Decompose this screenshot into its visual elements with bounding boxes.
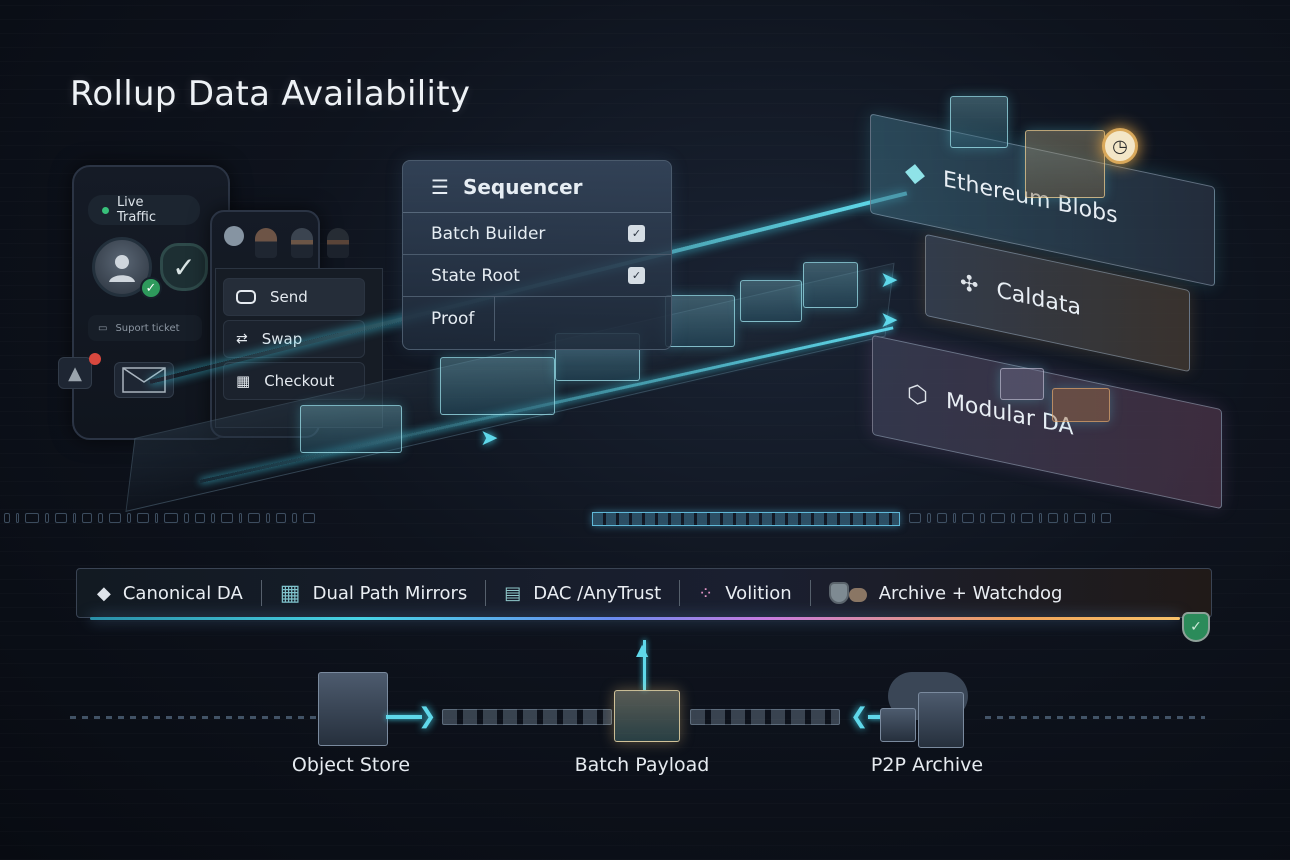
strategy-gradient-line (90, 617, 1180, 620)
batch-cube (740, 280, 802, 322)
batch-cube (803, 262, 858, 308)
verified-badge-icon: ✓ (140, 277, 162, 299)
separator (809, 580, 811, 606)
data-stream-divider (0, 510, 1290, 526)
sequencer-row-state-root[interactable]: State Root ✓ (403, 255, 671, 297)
flow-line (386, 715, 422, 719)
stack-icon: ☰ (431, 174, 449, 199)
team-member-avatar (327, 228, 349, 258)
menu-item-swap[interactable]: ⇄ Swap (223, 320, 365, 358)
arrow-up-icon: ▲ (636, 640, 649, 659)
verified-shield-icon: ✓ (1182, 612, 1210, 642)
ticket-icon: ▭ (98, 322, 108, 334)
swap-arrows-icon: ⇄ (236, 331, 248, 347)
flow-line (868, 715, 888, 719)
committee-blocks-icon: ▤ (504, 582, 522, 604)
team-member-avatar (255, 228, 277, 258)
batch-cube (300, 405, 402, 453)
support-ticket-label: Suport ticket (115, 322, 180, 334)
menu-item-label: Send (270, 288, 308, 306)
object-store-label: Object Store (291, 754, 411, 776)
row-label: Proof (431, 309, 475, 329)
data-stream-line (70, 716, 320, 719)
active-stream-segment (592, 512, 900, 526)
flow-arrow-icon: ➤ (480, 426, 499, 451)
row-label: State Root (431, 265, 520, 286)
clock-icon: ◷ (1102, 128, 1138, 164)
sequencer-header: ☰ Sequencer (403, 161, 671, 213)
sequencer-row-proof[interactable]: Proof (403, 297, 495, 341)
user-phone: Live Traffic ✓ ✓ ▭ Suport ticket (72, 165, 230, 440)
da-strategy-bar: ◆ Canonical DA ▦ Dual Path Mirrors ▤ DAC… (76, 568, 1212, 618)
strategy-volition[interactable]: ⁘ Volition (680, 583, 810, 604)
ethereum-icon: ◆ (97, 582, 111, 604)
sequencer-row-batch-builder[interactable]: Batch Builder ✓ (403, 213, 671, 255)
live-traffic-label: Live Traffic (116, 195, 156, 225)
p2p-archive-icon[interactable] (918, 692, 964, 748)
separator (485, 580, 487, 606)
notification-dot (89, 353, 101, 365)
data-stream-divider (905, 510, 1290, 526)
data-fragments (690, 709, 840, 725)
p2p-archive-label: P2P Archive (870, 754, 984, 776)
strategy-dac-anytrust[interactable]: ▤ DAC /AnyTrust (486, 583, 679, 604)
object-store-icon[interactable] (318, 672, 388, 746)
strategy-label: Archive + Watchdog (878, 582, 1063, 604)
verified-shield-icon: ✓ (160, 243, 208, 291)
separator (679, 580, 681, 606)
warning-alert-icon[interactable]: ▲ (58, 357, 92, 389)
wallet-icon (236, 290, 256, 304)
live-status-dot (102, 206, 109, 214)
shield-rock-icon (828, 582, 867, 604)
layer-label: Caldata (996, 277, 1081, 321)
blob-cube (950, 96, 1008, 148)
sequencer-title: Sequencer (462, 174, 583, 199)
strategy-label: Volition (725, 582, 792, 604)
batch-cube (665, 295, 735, 347)
network-nodes-icon: ✣ (960, 269, 979, 299)
strategy-label: Canonical DA (122, 582, 243, 604)
strategy-label: DAC /AnyTrust (533, 582, 662, 604)
modular-cube (1052, 388, 1110, 422)
separator (260, 580, 262, 606)
batch-payload-label: Batch Payload (574, 754, 710, 776)
checkout-grid-icon: ▦ (236, 372, 251, 390)
team-members (255, 228, 349, 258)
flow-arrow-icon: ➤ (880, 308, 899, 333)
ethereum-icon: ◆ (905, 155, 925, 191)
strategy-canonical-da[interactable]: ◆ Canonical DA (97, 583, 261, 604)
upload-arrow (643, 640, 646, 690)
strategy-label: Dual Path Mirrors (312, 582, 468, 604)
modular-cube (1000, 368, 1044, 400)
batch-payload-cube[interactable] (614, 690, 680, 742)
small-avatar-icon (224, 226, 244, 246)
strategy-archive-watchdog[interactable]: Archive + Watchdog (811, 582, 1081, 604)
team-member-avatar (291, 228, 313, 258)
arrow-left-icon: ❮ (850, 704, 869, 729)
menu-item-send[interactable]: Send (223, 278, 365, 316)
support-ticket-button[interactable]: ▭ Suport ticket (88, 315, 202, 341)
mirror-grid-icon: ▦ (279, 580, 301, 606)
page-title: Rollup Data Availability (70, 74, 471, 114)
arrow-right-icon: ❯ (418, 704, 437, 729)
server-icon (880, 708, 916, 742)
choice-dots-icon: ⁘ (698, 582, 714, 604)
data-fragments (442, 709, 612, 725)
sequencer-panel: ☰ Sequencer Batch Builder ✓ State Root ✓… (402, 160, 672, 350)
modular-mesh-icon: ⬡ (907, 378, 928, 411)
checkbox-checked-icon[interactable]: ✓ (628, 225, 645, 242)
strategy-dual-path-mirrors[interactable]: ▦ Dual Path Mirrors (262, 581, 486, 606)
batch-cube (440, 357, 555, 415)
row-label: Batch Builder (431, 223, 546, 244)
checkbox-checked-icon[interactable]: ✓ (628, 267, 645, 284)
blob-cube (1025, 130, 1105, 198)
data-stream-line (985, 716, 1205, 719)
live-traffic-pill[interactable]: Live Traffic (88, 195, 200, 225)
menu-item-label: Checkout (264, 372, 335, 390)
flow-arrow-icon: ➤ (880, 268, 899, 293)
